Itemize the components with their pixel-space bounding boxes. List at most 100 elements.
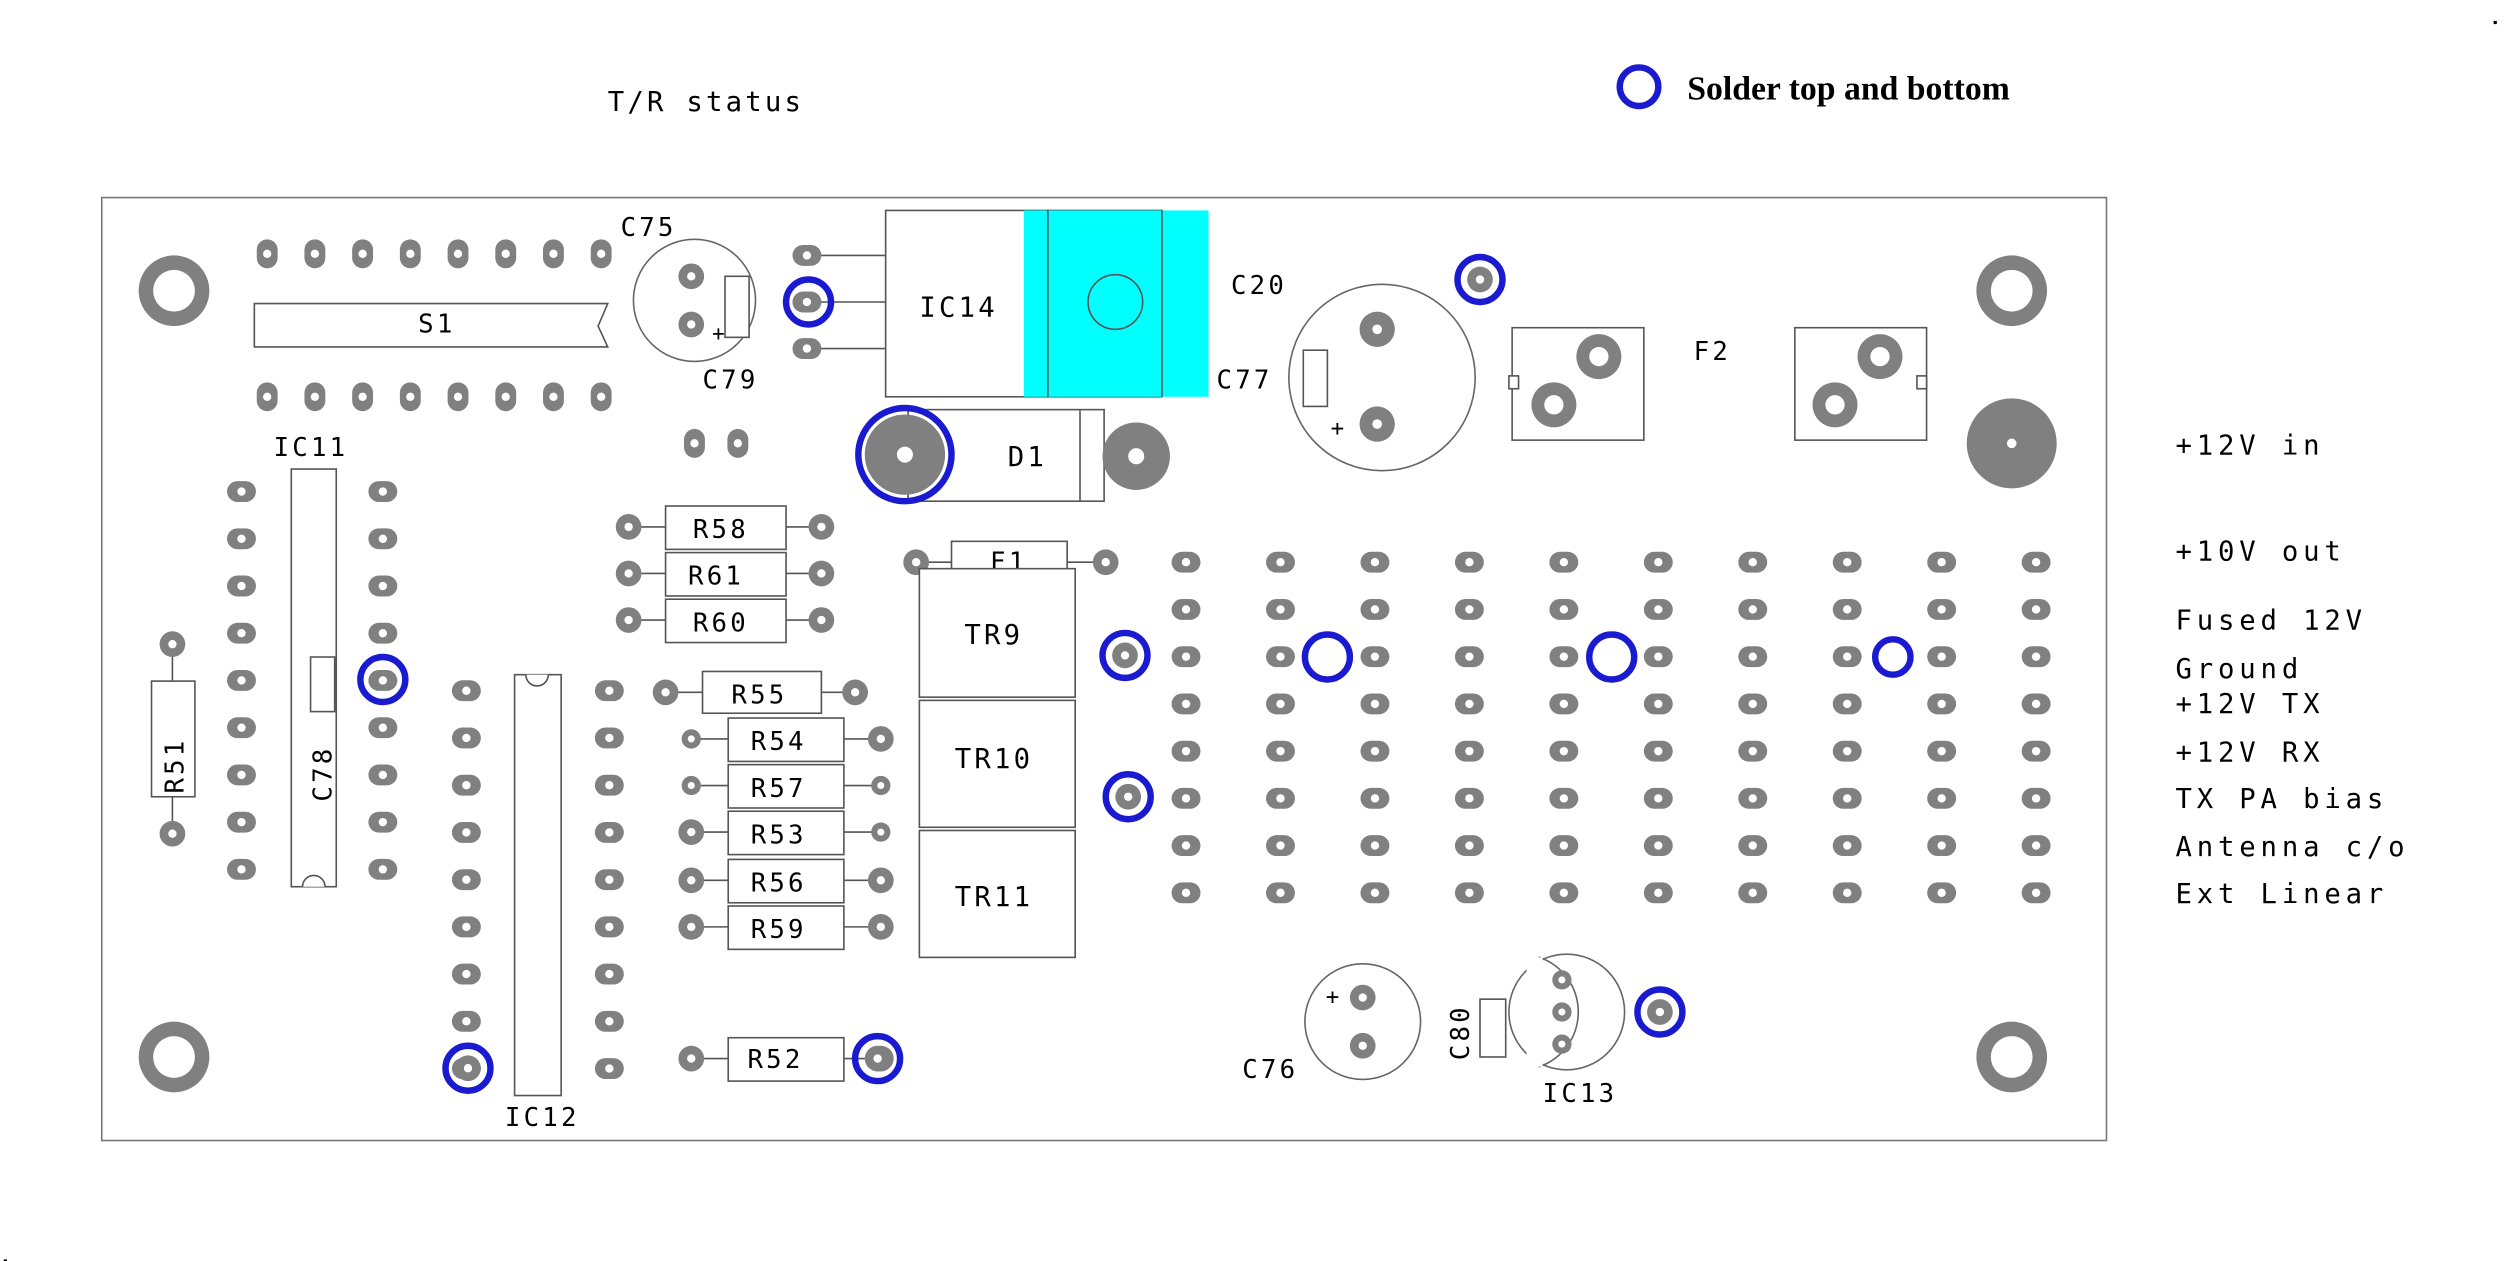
pad xyxy=(256,239,278,269)
pad xyxy=(1266,835,1295,857)
r56-resistor: R56 xyxy=(678,858,894,904)
pad xyxy=(1832,693,1862,715)
corner-dot-top xyxy=(2493,20,2497,25)
r52-resistor: R52 xyxy=(678,1036,894,1082)
legend-via-icon xyxy=(1616,64,1662,110)
c76-label: C76 xyxy=(1242,1055,1298,1085)
pad xyxy=(1549,599,1579,620)
pad xyxy=(590,239,612,269)
pad xyxy=(1832,835,1862,857)
via-ring xyxy=(1589,635,1634,680)
pad xyxy=(1360,646,1390,668)
via-ring xyxy=(1305,635,1350,680)
ic13-regulator xyxy=(1508,953,1626,1071)
ic11-label: IC11 xyxy=(274,433,349,463)
pad xyxy=(227,764,256,786)
r57-resistor: R57 xyxy=(681,763,891,809)
svg-text:+: + xyxy=(1331,415,1345,441)
pad xyxy=(227,670,256,691)
pad xyxy=(1454,835,1484,857)
c77-label: C77 xyxy=(1217,366,1273,396)
pad xyxy=(543,239,564,269)
svg-text:R51: R51 xyxy=(161,737,191,793)
pad xyxy=(451,774,481,796)
connector-label: Ground xyxy=(2176,654,2304,685)
pad xyxy=(2021,882,2051,904)
pad xyxy=(1454,551,1484,573)
svg-text:IC14: IC14 xyxy=(919,292,998,323)
tr10-trimmer: TR10 xyxy=(918,699,1076,829)
r59-resistor: R59 xyxy=(678,905,894,951)
svg-text:C78: C78 xyxy=(308,746,338,802)
via-ring-small xyxy=(1871,636,1914,678)
svg-text:TR10: TR10 xyxy=(955,744,1034,775)
pad xyxy=(256,382,278,412)
pad xyxy=(1927,693,1957,715)
pad xyxy=(304,239,326,269)
pad xyxy=(1738,693,1768,715)
r51-resistor: R51 xyxy=(150,631,196,847)
connector-label: +12V in xyxy=(2176,431,2325,462)
pad xyxy=(1643,551,1673,573)
pad xyxy=(543,382,564,412)
pad xyxy=(1360,787,1390,809)
connector-label: +10V out xyxy=(2176,537,2346,568)
pad xyxy=(1927,787,1957,809)
pad xyxy=(368,811,398,833)
pad xyxy=(1643,835,1673,857)
pad xyxy=(684,428,705,458)
c79-label: C79 xyxy=(703,366,759,396)
pad xyxy=(1549,551,1579,573)
pad xyxy=(1927,599,1957,620)
pad xyxy=(368,528,398,550)
pad xyxy=(1171,551,1201,573)
c80-capacitor: C80 xyxy=(1446,998,1507,1060)
r53-resistor: R53 xyxy=(678,810,891,856)
connector-label: TX PA bias xyxy=(2176,784,2389,815)
pad xyxy=(1927,740,1957,762)
pad xyxy=(1643,693,1673,715)
pad xyxy=(1832,740,1862,762)
pad xyxy=(1738,646,1768,668)
svg-text:R59: R59 xyxy=(751,915,807,945)
c75-capacitor: + xyxy=(632,238,757,363)
f2-fuse-holder-left xyxy=(1508,326,1645,441)
r55-resistor: R55 xyxy=(652,670,868,715)
svg-text:R58: R58 xyxy=(693,515,749,545)
pad xyxy=(227,528,256,550)
mounting-hole xyxy=(138,255,210,327)
tr11-trimmer: TR11 xyxy=(918,829,1076,959)
pad xyxy=(1738,740,1768,762)
ic14-regulator: IC14 xyxy=(792,209,1209,398)
c76-capacitor: + xyxy=(1304,963,1422,1081)
pad xyxy=(1171,835,1201,857)
pad xyxy=(495,382,517,412)
pad xyxy=(399,382,421,412)
pad xyxy=(451,1010,481,1032)
mounting-hole xyxy=(1976,1021,2048,1093)
pad xyxy=(1112,642,1138,669)
svg-text:+: + xyxy=(1326,984,1340,1010)
svg-text:R52: R52 xyxy=(747,1045,803,1075)
pad xyxy=(1647,999,1673,1025)
r61-resistor: R61 xyxy=(615,551,835,597)
connector-label: Ext Linear xyxy=(2176,879,2389,910)
pad xyxy=(1738,835,1768,857)
pad xyxy=(1171,646,1201,668)
pad xyxy=(451,869,481,891)
pad xyxy=(495,239,517,269)
d1-diode: D1 xyxy=(855,404,1170,505)
pad xyxy=(1360,693,1390,715)
pad xyxy=(594,680,624,702)
pad xyxy=(1832,551,1862,573)
board-outline xyxy=(100,196,2108,1142)
pad xyxy=(1643,787,1673,809)
pad xyxy=(227,575,256,597)
pad xyxy=(1360,835,1390,857)
pad xyxy=(594,774,624,796)
pad xyxy=(227,811,256,833)
ic13-label: IC13 xyxy=(1543,1079,1618,1109)
pad xyxy=(399,239,421,269)
pad xyxy=(455,1055,481,1082)
